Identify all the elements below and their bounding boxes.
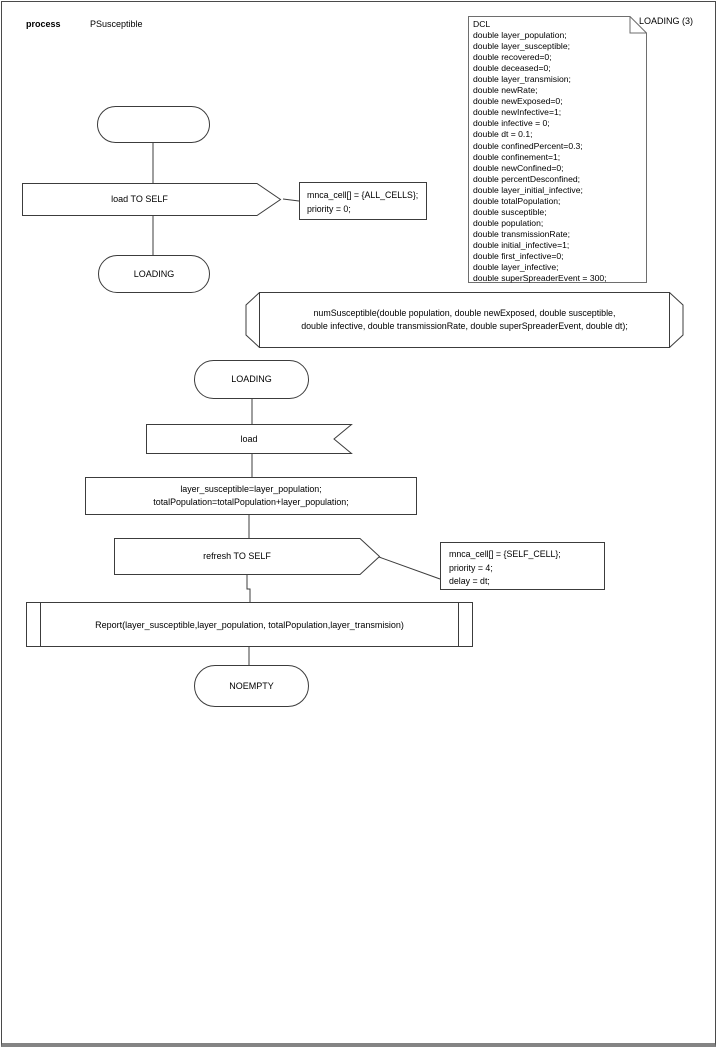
output-load-to-self[interactable]: load TO SELF xyxy=(22,183,283,216)
procedure-decl-text: numSusceptible(double population, double… xyxy=(301,308,628,331)
state-noempty[interactable]: NOEMPTY xyxy=(194,665,309,707)
comment-text: mnca_cell[] = {SELF_CELL}; priority = 4;… xyxy=(449,549,561,586)
output-label: refresh TO SELF xyxy=(203,551,271,561)
output-arrow-shape xyxy=(114,538,381,575)
procedure-call-label: Report(layer_susceptible,layer_populatio… xyxy=(95,619,404,630)
procedure-call-left-bar xyxy=(40,603,41,646)
procedure-call-report[interactable]: Report(layer_susceptible,layer_populatio… xyxy=(26,602,473,647)
folded-corner-icon xyxy=(629,16,647,34)
state-label: NOEMPTY xyxy=(229,680,274,691)
input-signal-shape xyxy=(146,424,353,454)
process-name-label: PSusceptible xyxy=(90,19,143,29)
procedure-call-right-bar xyxy=(458,603,459,646)
task-assignments[interactable]: layer_susceptible=layer_population; tota… xyxy=(85,477,417,515)
state-loading-next[interactable]: LOADING xyxy=(98,255,210,293)
dcl-declarations-block[interactable]: DCL double layer_population; double laye… xyxy=(468,16,647,283)
output-arrow-shape xyxy=(22,183,282,216)
comment-load-params[interactable]: mnca_cell[] = {ALL_CELLS}; priority = 0; xyxy=(299,182,427,220)
state-loading-entry[interactable]: LOADING xyxy=(194,360,309,399)
dcl-text: DCL double layer_population; double laye… xyxy=(473,19,607,284)
connector-comment xyxy=(378,556,441,580)
state-label: LOADING xyxy=(133,268,175,279)
input-load[interactable]: load xyxy=(146,424,353,454)
folded-corner-shape xyxy=(468,16,647,283)
page-number-label: LOADING (3) xyxy=(639,16,694,26)
comment-refresh-params[interactable]: mnca_cell[] = {SELF_CELL}; priority = 4;… xyxy=(440,542,605,590)
output-label: load TO SELF xyxy=(111,194,168,204)
connector xyxy=(246,575,251,602)
start-state-symbol[interactable] xyxy=(97,106,210,143)
process-keyword-label: process xyxy=(26,19,61,29)
output-refresh-to-self[interactable]: refresh TO SELF xyxy=(114,538,381,575)
input-label: load xyxy=(240,433,258,444)
comment-text: mnca_cell[] = {ALL_CELLS}; priority = 0; xyxy=(307,190,419,214)
procedure-decl-shape xyxy=(245,292,684,348)
connector-comment xyxy=(282,198,300,202)
procedure-declaration-numsusceptible[interactable]: numSusceptible(double population, double… xyxy=(245,292,684,348)
state-label: LOADING xyxy=(231,374,272,384)
